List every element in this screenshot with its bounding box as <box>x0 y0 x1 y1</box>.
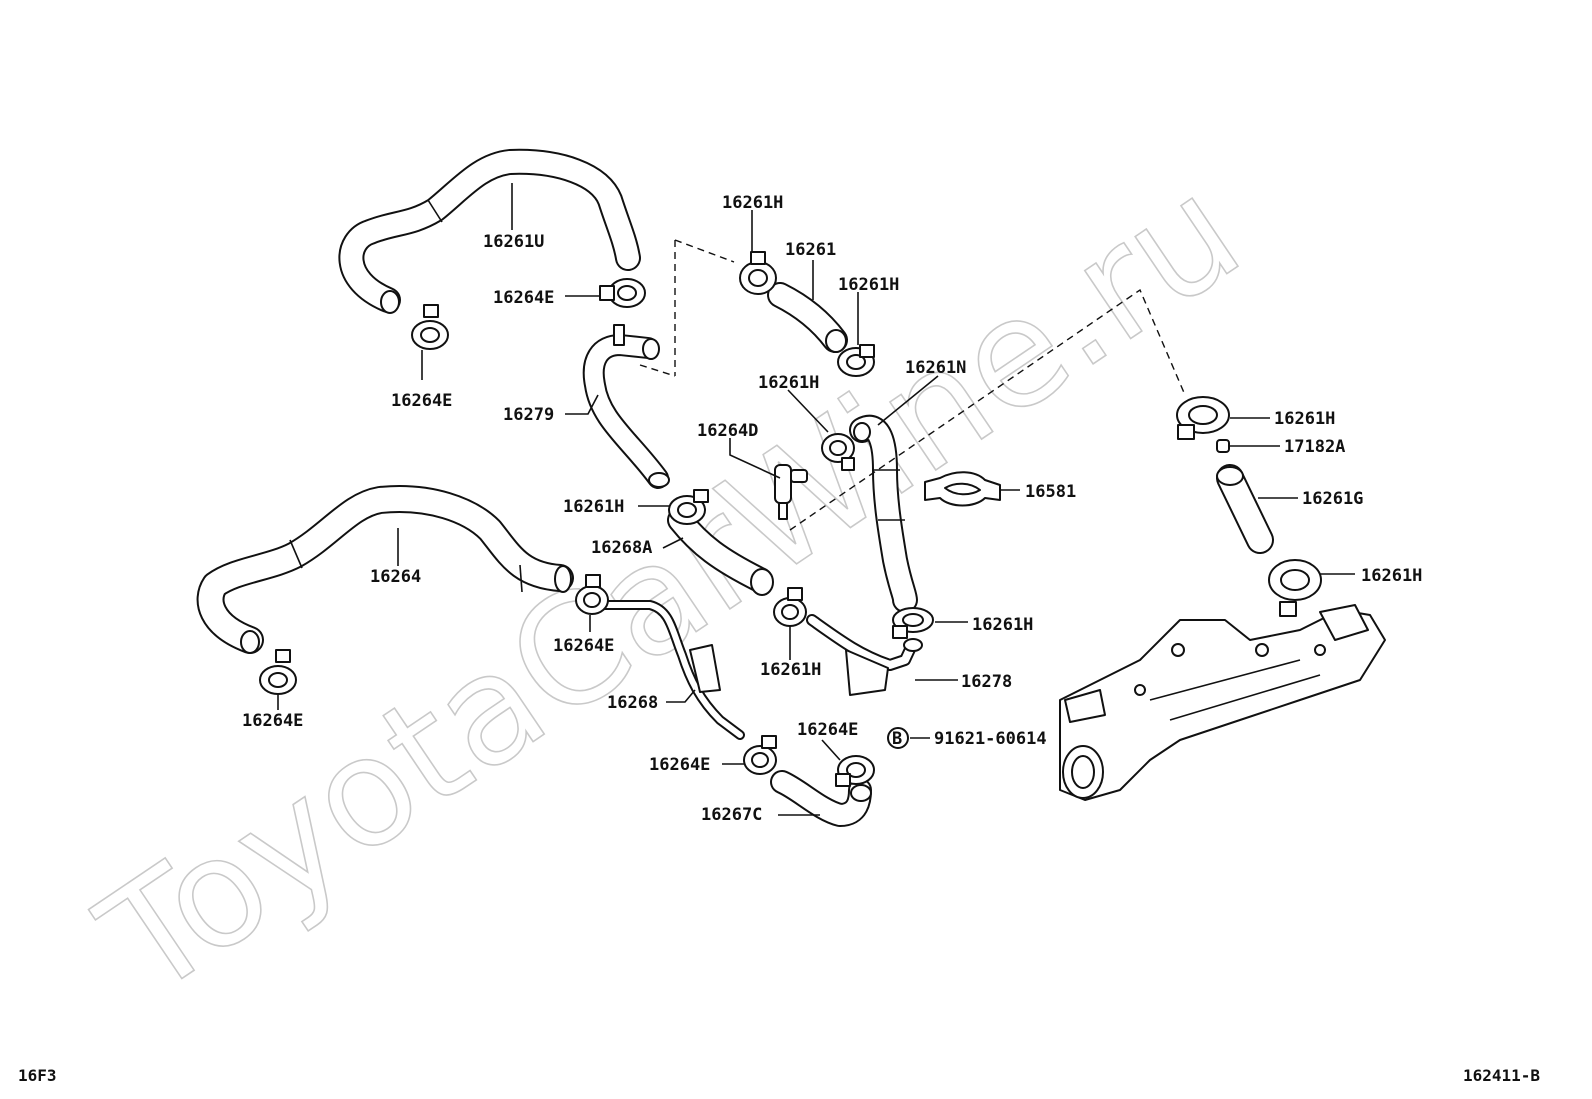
clamp-16264e-e <box>743 735 777 775</box>
circle-b-marker-icon: B <box>887 727 909 749</box>
clamp-16261h-g <box>1176 396 1230 440</box>
label-16268a: 16268A <box>591 538 652 558</box>
label-17182a: 17182A <box>1284 437 1345 457</box>
label-16261h-f: 16261H <box>972 615 1033 635</box>
clamp-16264e-a <box>411 304 449 350</box>
label-16264e-c: 16264E <box>553 636 614 656</box>
label-16267c: 16267C <box>701 805 762 825</box>
guide-line-d <box>789 288 1186 531</box>
hose-16261n <box>849 414 918 613</box>
engine-water-outlet <box>1059 604 1386 801</box>
clamp-16261h-c <box>821 433 855 471</box>
clamp-16264e-d <box>259 649 297 695</box>
pipe-16268 <box>600 600 745 740</box>
label-16261h-e: 16261H <box>760 660 821 680</box>
leader-16264d <box>729 438 781 479</box>
leader-16261n <box>877 375 939 426</box>
label-16264e-a: 16264E <box>391 391 452 411</box>
label-16261u: 16261U <box>483 232 544 252</box>
label-16261h-c: 16261H <box>758 373 819 393</box>
label-16278: 16278 <box>961 672 1012 692</box>
label-91621-60614: 91621-60614 <box>934 729 1047 749</box>
clamp-16264e-f <box>835 755 875 787</box>
label-16264d: 16264D <box>697 421 758 441</box>
pipe-16278 <box>806 614 923 696</box>
leader-16279 <box>565 394 599 415</box>
label-16264e-f: 16264E <box>797 720 858 740</box>
clamp-16261h-b <box>837 344 875 377</box>
label-16581: 16581 <box>1025 482 1076 502</box>
clamp-16261h-a <box>739 251 777 295</box>
label-16264e-b: 16264E <box>493 288 554 308</box>
footer-right-code: 162411-B <box>1463 1066 1540 1085</box>
label-16261h-g: 16261H <box>1274 409 1335 429</box>
hose-16264 <box>196 485 574 654</box>
valve-16264d <box>774 464 808 520</box>
leader-16261h-c <box>787 389 829 433</box>
footer-left-code: 16F3 <box>18 1066 57 1085</box>
clamp-16264e-b <box>599 278 646 308</box>
label-16261: 16261 <box>785 240 836 260</box>
label-16264: 16264 <box>370 567 421 587</box>
hose-16267c <box>770 770 872 827</box>
hose-16261 <box>767 282 848 353</box>
label-16264e-d: 16264E <box>242 711 303 731</box>
label-16261h-a: 16261H <box>722 193 783 213</box>
label-16268: 16268 <box>607 693 658 713</box>
label-16264e-e: 16264E <box>649 755 710 775</box>
label-16261g: 16261G <box>1302 489 1363 509</box>
label-16279: 16279 <box>503 405 554 425</box>
leader-16268a <box>662 537 684 549</box>
guide-line-a <box>674 239 735 263</box>
hose-16261u <box>338 148 641 314</box>
clamp-16261h-f <box>892 607 934 639</box>
label-16261h-b: 16261H <box>838 275 899 295</box>
hose-16279 <box>582 324 670 489</box>
fitting-17182a <box>1216 439 1230 453</box>
watermark: ToyotaCarWine.ru <box>72 144 1269 1030</box>
bracket-16581 <box>924 471 1001 507</box>
clamp-16264e-c <box>575 574 609 615</box>
leader-16268 <box>666 689 696 703</box>
svg-text:B: B <box>892 729 902 749</box>
label-16261n: 16261N <box>905 358 966 378</box>
guide-line-c <box>639 364 676 377</box>
clamp-16261h-e <box>773 587 807 627</box>
hose-16268a <box>667 507 774 596</box>
hose-16261g <box>1216 464 1274 554</box>
clamp-16261h-h <box>1268 559 1322 617</box>
clamp-16261h-d <box>668 489 709 525</box>
label-16261h-d: 16261H <box>563 497 624 517</box>
label-16261h-h: 16261H <box>1361 566 1422 586</box>
leader-16264e-f <box>821 739 841 761</box>
